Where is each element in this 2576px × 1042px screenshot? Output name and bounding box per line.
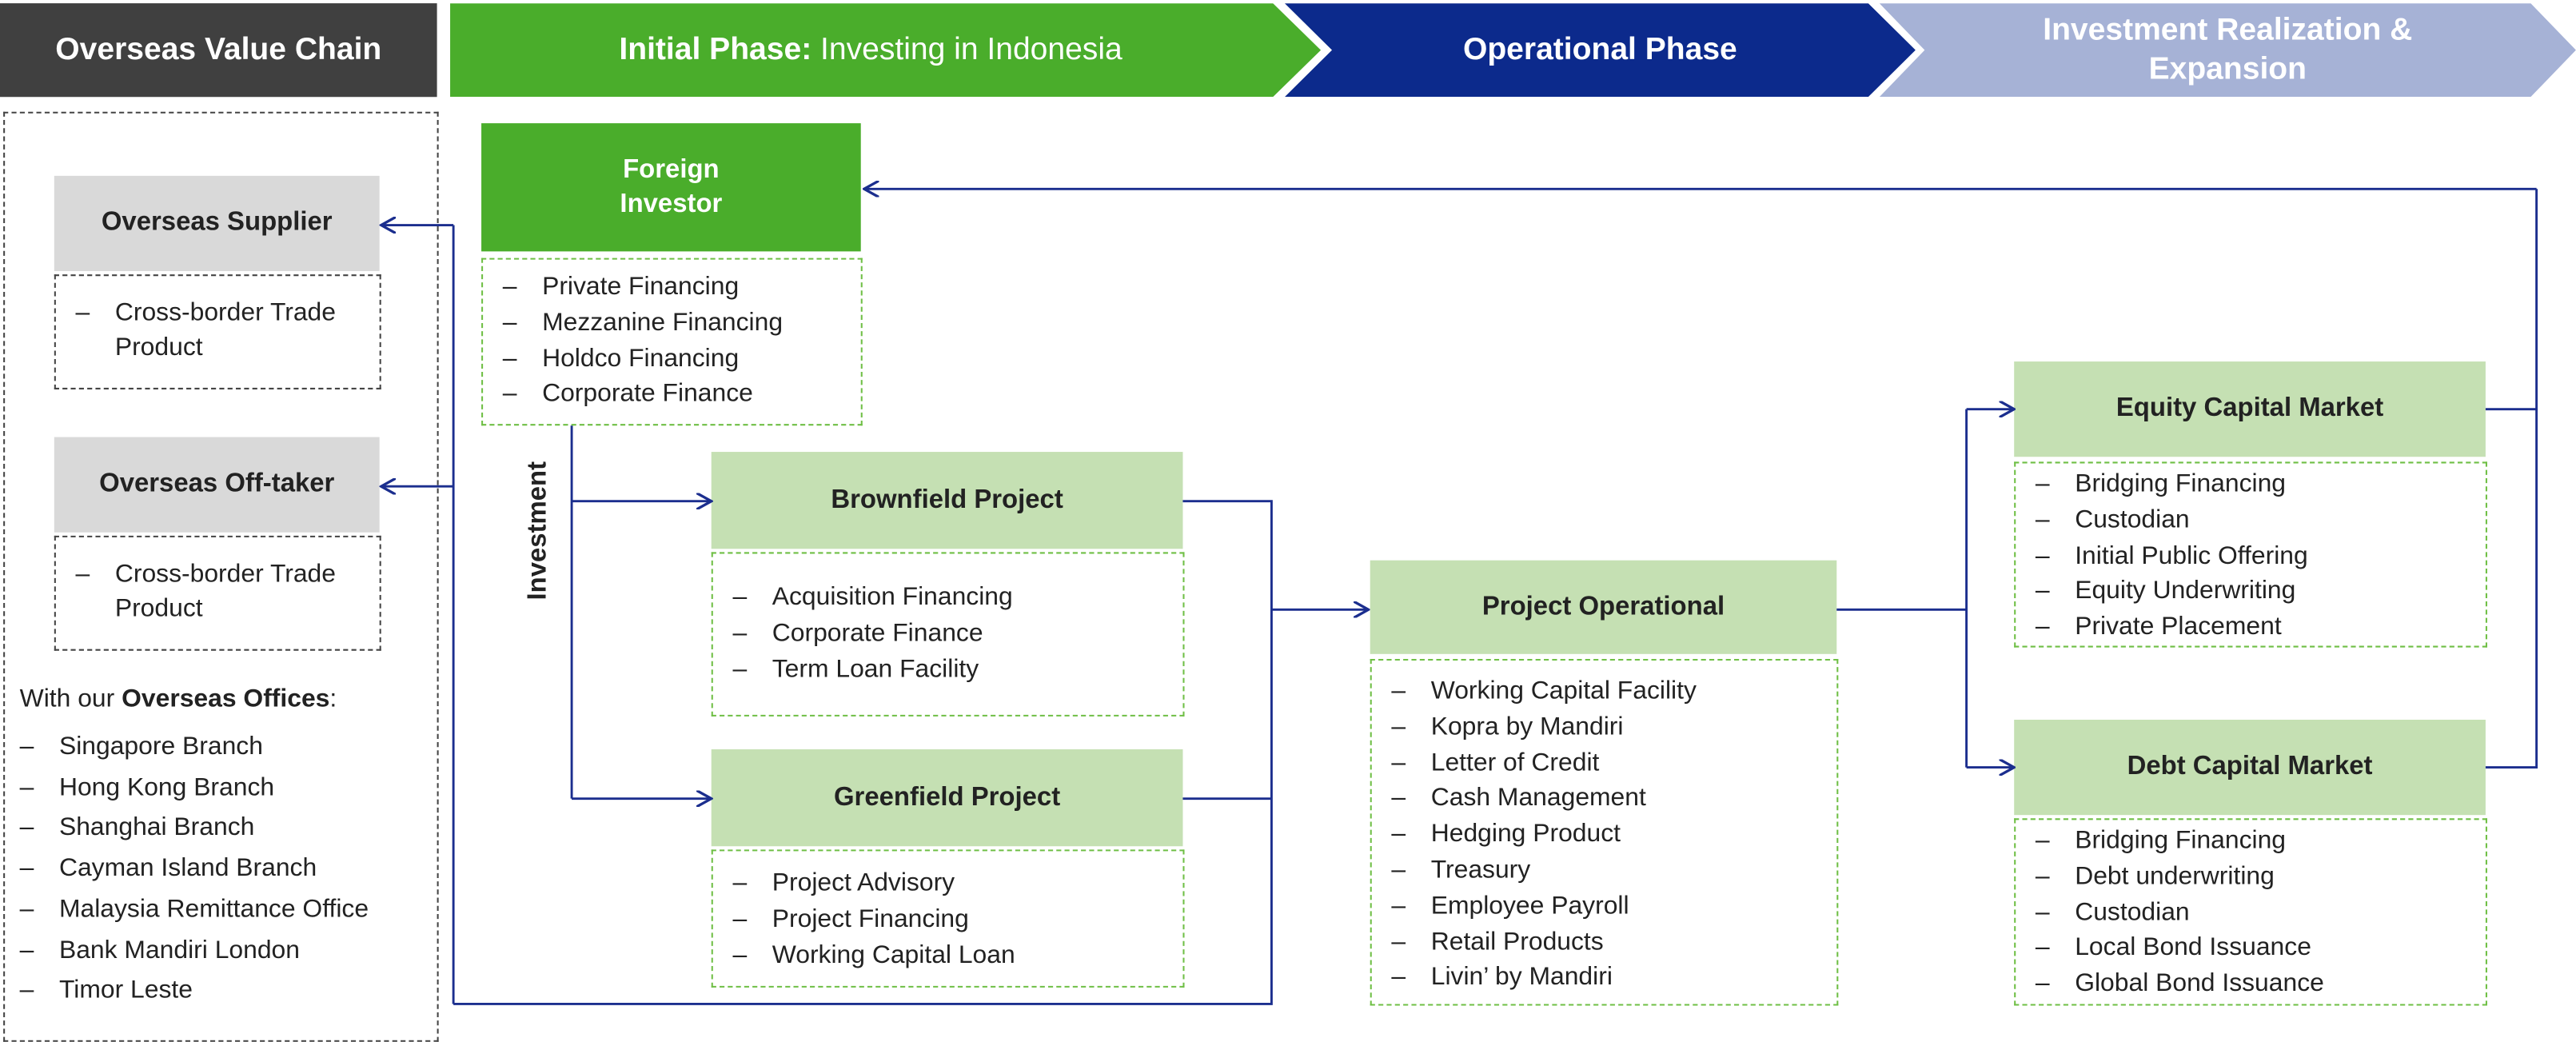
list-item: Cross-border Trade Product: [76, 557, 364, 626]
list-item: Acquisition Financing: [732, 580, 1166, 616]
list-item: Cross-border Trade Product: [76, 296, 364, 365]
overseas-supplier-box: Overseas Supplier: [54, 175, 380, 272]
equity-capital-market-box: Equity Capital Market: [2014, 361, 2486, 457]
foreign-investor-box: Foreign Investor: [481, 123, 861, 252]
equity-return-line: [2485, 189, 2538, 411]
list-item: Project Advisory: [732, 866, 1166, 902]
overseas-offtaker-title: Overseas Off-taker: [99, 469, 335, 498]
list-item: Retail Products: [1391, 924, 1820, 960]
header-realization-phase: Investment Realization & Expansion: [1879, 3, 2576, 98]
header-initial-bold: Initial Phase:: [619, 32, 812, 67]
list-item: Corporate Finance: [732, 616, 1166, 652]
list-item: Treasury: [1391, 852, 1820, 888]
offices-intro-text: With our: [19, 685, 115, 713]
list-item: Debt underwriting: [2036, 859, 2469, 895]
header-operational-label: Operational Phase: [1462, 32, 1737, 67]
foreign-investor-list: Private Financing Mezzanine Financing Ho…: [481, 258, 863, 426]
header-realization-label: Investment Realization & Expansion: [2043, 12, 2413, 86]
debt-list: Bridging Financing Debt underwriting Cus…: [2014, 818, 2487, 1006]
overseas-offtaker-box: Overseas Off-taker: [54, 437, 380, 533]
offices-intro-colon: :: [329, 685, 337, 713]
overseas-offtaker-list: Cross-border Trade Product: [54, 535, 381, 651]
list-item: Malaysia Remittance Office: [20, 890, 369, 931]
list-item: Project Financing: [732, 902, 1166, 938]
header-overseas-label: Overseas Value Chain: [55, 32, 382, 67]
list-item: Timor Leste: [20, 972, 369, 1012]
list-item: Working Capital Loan: [732, 937, 1166, 973]
list-item: Shanghai Branch: [20, 809, 369, 850]
list-item: Private Financing: [503, 269, 844, 305]
list-item: Livin’ by Mandiri: [1391, 960, 1820, 996]
list-item: Cash Management: [1391, 781, 1820, 817]
list-item: Bank Mandiri London: [20, 931, 369, 972]
list-item: Hong Kong Branch: [20, 769, 369, 809]
list-item: Employee Payroll: [1391, 888, 1820, 924]
offices-intro-bold: Overseas Offices: [122, 685, 330, 713]
brownfield-project-box: Brownfield Project: [711, 452, 1183, 549]
brownfield-list: Acquisition Financing Corporate Finance …: [711, 552, 1185, 717]
debt-return-line: [2485, 409, 2538, 769]
header-initial-phase: Initial Phase: Investing in Indonesia: [450, 3, 1322, 98]
header-initial-rest: Investing in Indonesia: [820, 32, 1123, 67]
list-item: Hedging Product: [1391, 817, 1820, 853]
project-operational-title: Project Operational: [1481, 592, 1725, 621]
list-item: Letter of Credit: [1391, 745, 1820, 781]
debt-capital-market-box: Debt Capital Market: [2014, 720, 2486, 816]
header-operational-phase: Operational Phase: [1284, 3, 1916, 98]
list-item: Private Placement: [2036, 610, 2469, 646]
list-item: Working Capital Facility: [1391, 673, 1820, 709]
list-item: Custodian: [2036, 502, 2469, 538]
overseas-offices-list: Singapore Branch Hong Kong Branch Shangh…: [20, 728, 369, 1012]
project-operational-box: Project Operational: [1370, 560, 1837, 654]
header-overseas-value-chain: Overseas Value Chain: [0, 3, 437, 98]
equity-title: Equity Capital Market: [2115, 394, 2384, 423]
list-item: Initial Public Offering: [2036, 538, 2469, 574]
list-item: Custodian: [2036, 895, 2469, 931]
list-item: Global Bond Issuance: [2036, 967, 2469, 1003]
list-item: Local Bond Issuance: [2036, 931, 2469, 967]
brownfield-to-operational-line: [453, 500, 1273, 1005]
equity-list: Bridging Financing Custodian Initial Pub…: [2014, 461, 2487, 648]
list-item: Kopra by Mandiri: [1391, 709, 1820, 745]
foreign-investor-title-1: Foreign: [623, 156, 720, 185]
list-item: Mezzanine Financing: [503, 305, 844, 341]
greenfield-list: Project Advisory Project Financing Worki…: [711, 849, 1185, 988]
overseas-offices-intro: With our Overseas Offices:: [20, 685, 337, 715]
brownfield-title: Brownfield Project: [831, 485, 1063, 514]
list-item: Singapore Branch: [20, 728, 369, 769]
list-item: Bridging Financing: [2036, 467, 2469, 503]
overseas-supplier-title: Overseas Supplier: [101, 208, 333, 237]
list-item: Corporate Finance: [503, 377, 844, 413]
debt-title: Debt Capital Market: [2127, 753, 2373, 781]
foreign-investor-title-2: Investor: [620, 190, 723, 219]
project-operational-list: Working Capital Facility Kopra by Mandir…: [1370, 658, 1839, 1006]
list-item: Term Loan Facility: [732, 652, 1166, 688]
list-item: Equity Underwriting: [2036, 574, 2469, 610]
greenfield-title: Greenfield Project: [833, 783, 1061, 812]
overseas-supplier-list: Cross-border Trade Product: [54, 274, 381, 389]
list-item: Cayman Island Branch: [20, 850, 369, 891]
list-item: Bridging Financing: [2036, 823, 2469, 859]
list-item: Holdco Financing: [503, 341, 844, 377]
greenfield-project-box: Greenfield Project: [711, 749, 1183, 847]
